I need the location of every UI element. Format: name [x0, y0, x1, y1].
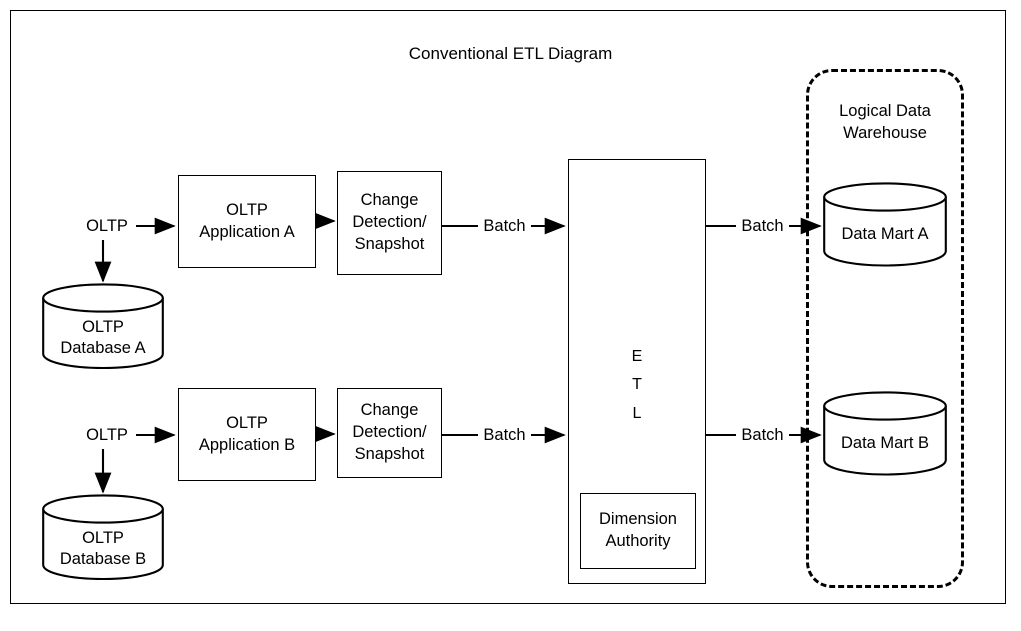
change-detection-a-line2: Detection/ [352, 213, 427, 232]
oltp-database-a[interactable]: OLTP Database A [42, 283, 164, 370]
diagram-title: Conventional ETL Diagram [408, 44, 613, 63]
oltp-application-a[interactable]: OLTP Application A [178, 175, 316, 268]
change-detection-b-line2: Detection/ [352, 423, 427, 442]
change-detection-b[interactable]: Change Detection/ Snapshot [337, 388, 442, 478]
logical-data-warehouse-title-line1: Logical Data [839, 102, 931, 120]
data-mart-a[interactable]: Data Mart A [823, 182, 947, 267]
etl-letter-e: E [631, 348, 643, 365]
dimension-authority-box[interactable]: Dimension Authority [580, 493, 696, 569]
change-detection-b-line3: Snapshot [354, 444, 425, 463]
data-mart-b[interactable]: Data Mart B [823, 391, 947, 476]
dimension-authority-line1: Dimension [599, 510, 677, 529]
oltp-application-b-line1: OLTP [226, 413, 268, 432]
batch-label-right-a: Batch [736, 216, 789, 238]
change-detection-a[interactable]: Change Detection/ Snapshot [337, 171, 442, 275]
etl-letter-t: T [632, 376, 642, 394]
oltp-application-b-line2: Application B [198, 435, 296, 454]
change-detection-a-line1: Change [360, 191, 419, 210]
etl-letter-l: L [632, 404, 642, 422]
oltp-source-b-label: OLTP [86, 426, 128, 444]
oltp-database-b[interactable]: OLTP Database B [42, 494, 164, 581]
logical-data-warehouse-container: Logical Data Warehouse [806, 69, 964, 588]
logical-data-warehouse-title-line2: Warehouse [843, 124, 927, 143]
batch-label-right-b: Batch [736, 425, 789, 447]
dimension-authority-line2: Authority [605, 532, 671, 550]
oltp-application-a-line2: Application A [199, 222, 295, 241]
batch-label-left-b: Batch [478, 425, 531, 447]
oltp-application-a-line1: OLTP [226, 200, 268, 219]
diagram-outer-border [10, 10, 1006, 604]
oltp-source-a-label: OLTP [86, 217, 128, 235]
change-detection-a-line3: Snapshot [354, 234, 425, 253]
batch-label-left-a: Batch [478, 216, 531, 238]
etl-process-box[interactable]: E T L Dimension Authority [568, 159, 706, 584]
change-detection-b-line1: Change [360, 401, 419, 420]
oltp-application-b[interactable]: OLTP Application B [178, 388, 316, 481]
